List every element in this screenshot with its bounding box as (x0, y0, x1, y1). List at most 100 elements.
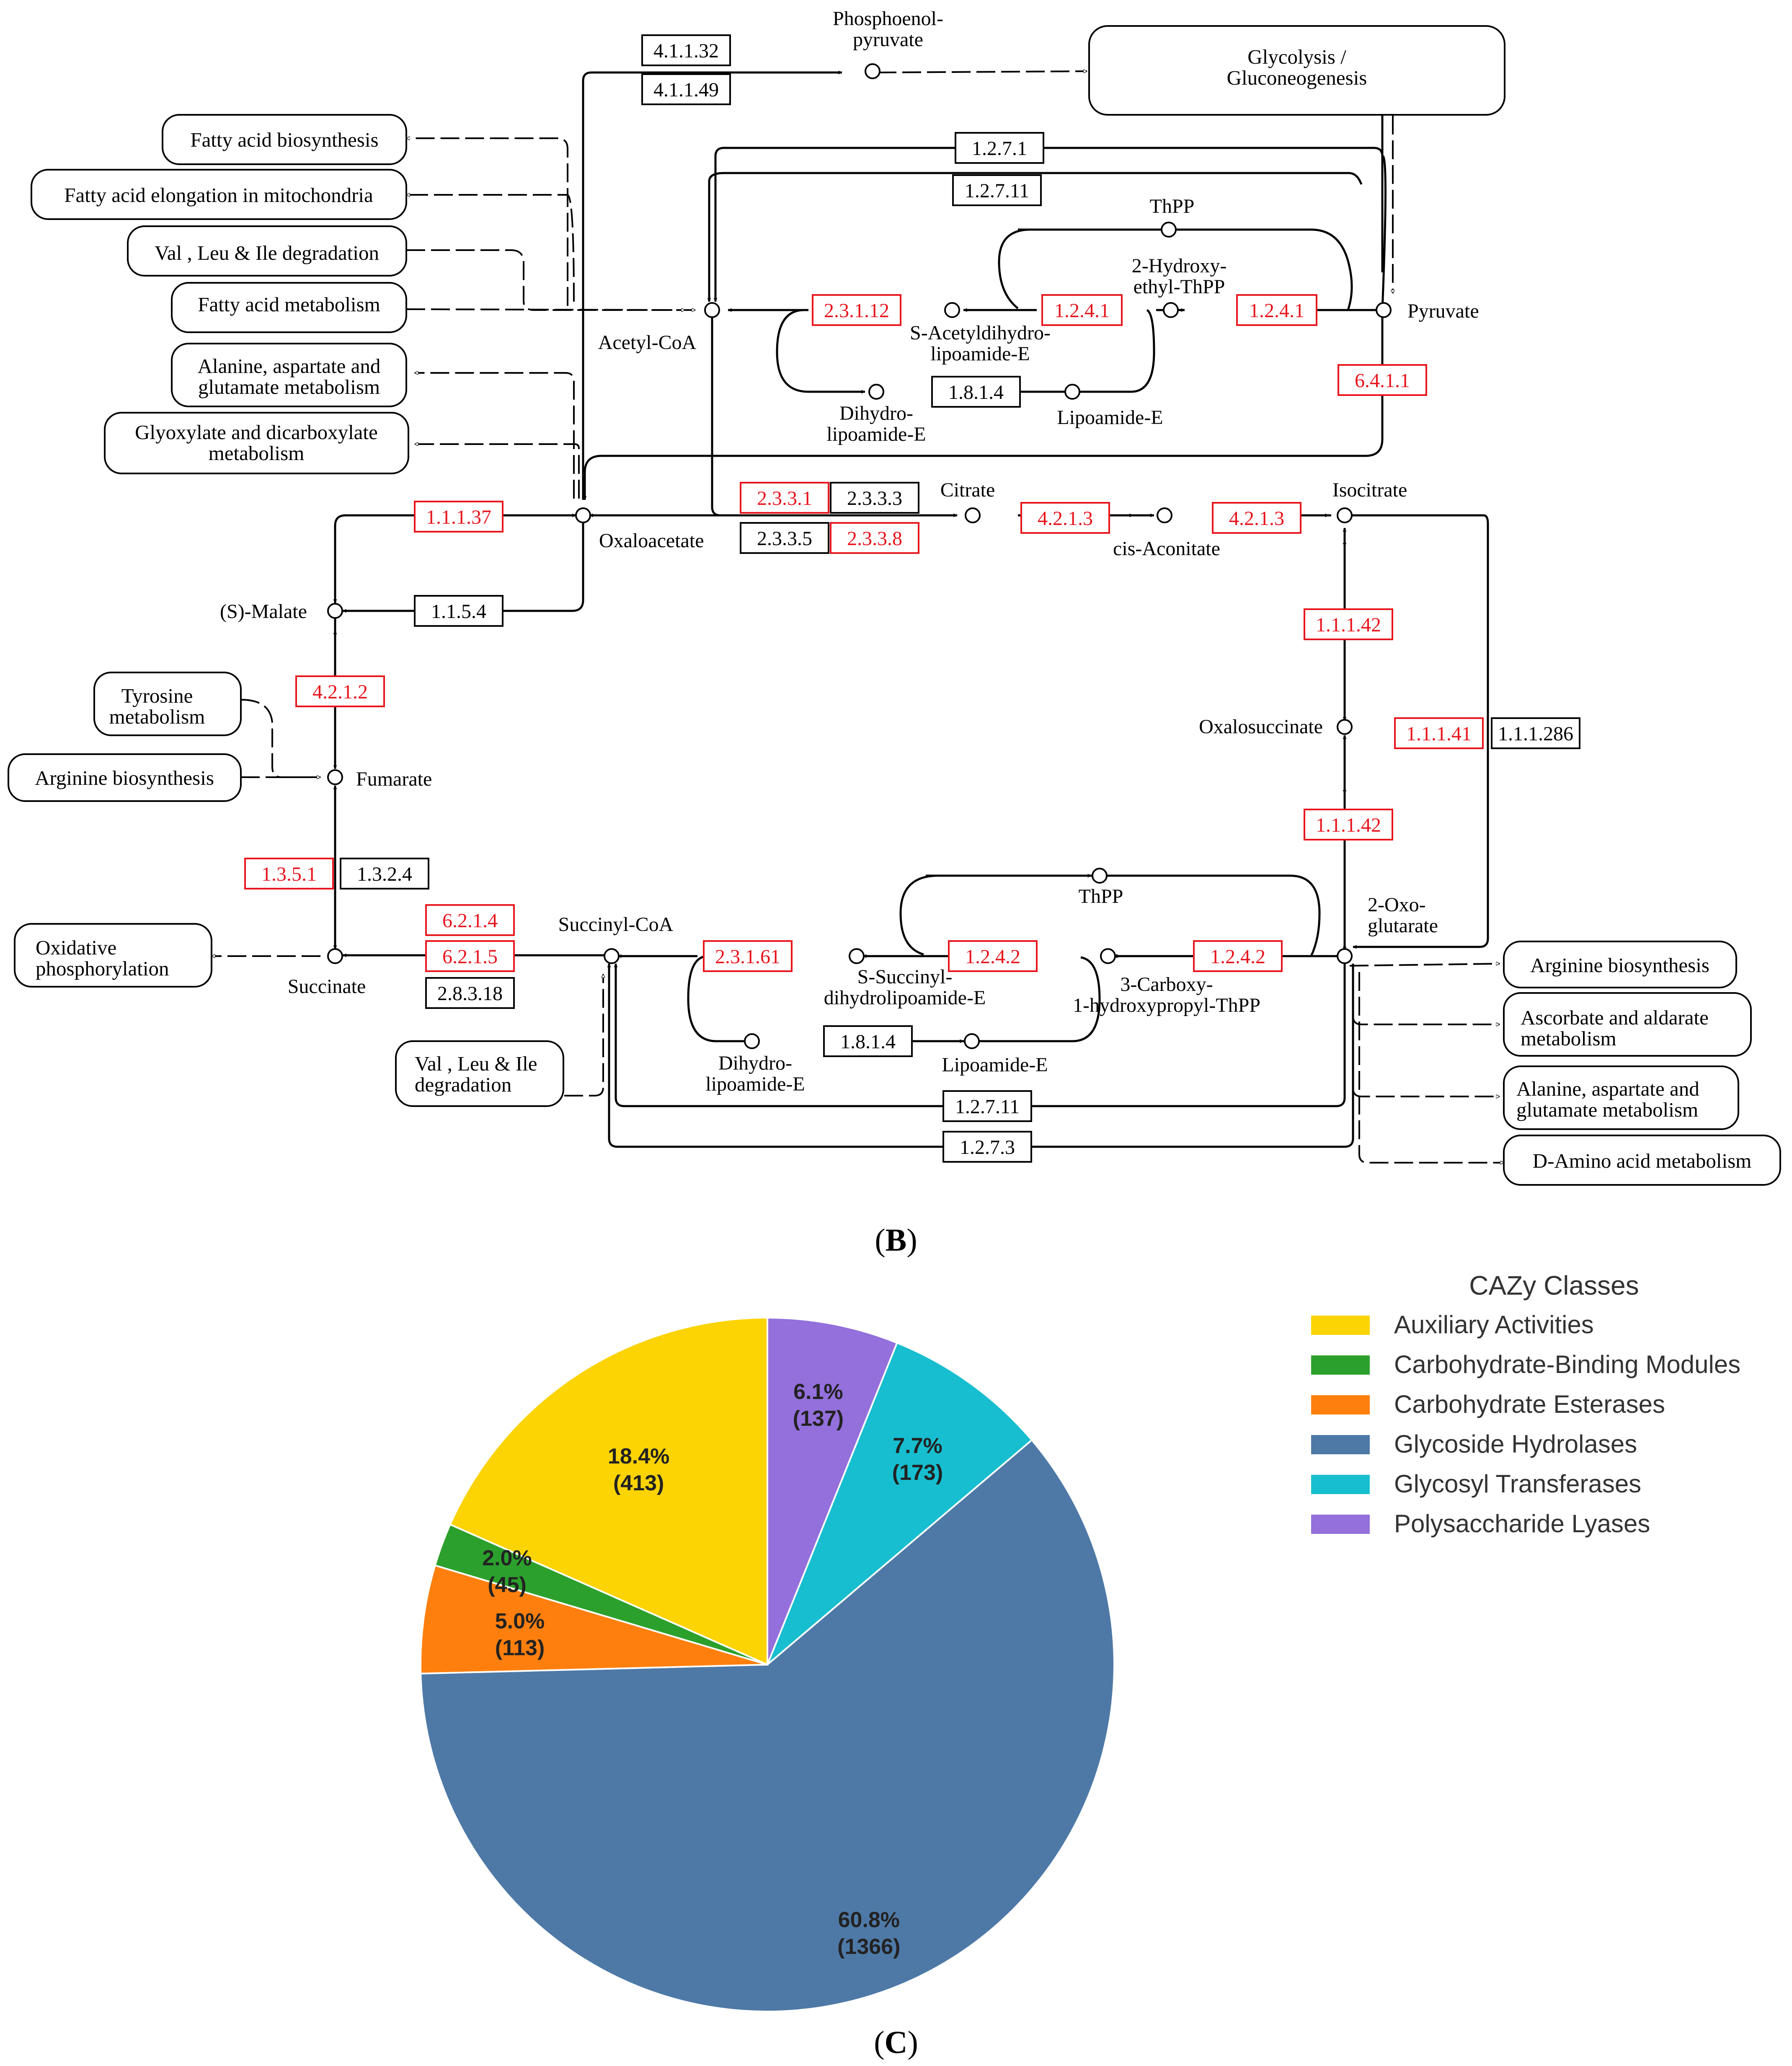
enzyme-label: 1.1.1.41 (1406, 723, 1472, 745)
pie-slice-auxiliary-activities[interactable] (449, 1316, 768, 1666)
compound-node[interactable] (1337, 948, 1353, 964)
pie-slice-glycoside-hydrolases[interactable] (420, 1439, 1115, 2012)
pathway-box-d-amino[interactable] (1503, 1135, 1781, 1186)
enzyme-label: 1.2.7.1 (972, 137, 1027, 160)
compound-node[interactable] (1337, 719, 1353, 735)
pathway-box-ala-asp-glu-right[interactable] (1503, 1065, 1739, 1130)
pathway-box-oxphos[interactable] (14, 923, 212, 988)
compound-label-succinate: Succinate (288, 975, 366, 998)
enzyme-box-e-1-2-4-1-a[interactable] (1041, 294, 1123, 326)
compound-node[interactable] (327, 769, 343, 785)
compound-node[interactable] (327, 948, 343, 964)
pathway-box-ascorbate[interactable] (1503, 992, 1752, 1057)
enzyme-box-e-4-2-1-3-a[interactable] (1020, 502, 1110, 534)
compound-label-thpp-top: ThPP (1150, 195, 1195, 217)
pathway-link-line (415, 444, 580, 499)
enzyme-box-e-6-2-1-5[interactable] (425, 940, 515, 972)
pathway-label-fa-biosynthesis: Fatty acid biosynthesis (190, 128, 378, 151)
enzyme-box-e-4-1-1-32[interactable] (641, 34, 731, 66)
compound-node[interactable] (1064, 384, 1080, 400)
compound-node[interactable] (865, 63, 881, 79)
enzyme-box-e-1-3-5-1[interactable] (244, 858, 334, 889)
pathway-box-val-leu-ile-top[interactable] (127, 225, 407, 277)
compound-node[interactable] (965, 507, 981, 523)
compound-node[interactable] (1161, 222, 1177, 238)
enzyme-box-e-1-2-7-1[interactable] (955, 132, 1044, 164)
compound-node[interactable] (1100, 948, 1116, 964)
enzyme-box-e-1-2-4-2-a[interactable] (948, 940, 1038, 972)
enzyme-box-e-1-2-7-11-top[interactable] (952, 174, 1042, 206)
pie-slice-glycosyl-transferases[interactable] (767, 1342, 1033, 1665)
enzyme-box-e-2-3-3-3[interactable] (830, 482, 919, 514)
enzyme-label: 6.4.1.1 (1355, 370, 1410, 392)
compound-node[interactable] (327, 603, 343, 619)
compound-node[interactable] (1163, 302, 1179, 318)
enzyme-label: 1.1.5.4 (431, 600, 486, 623)
compound-node[interactable] (604, 948, 620, 964)
pathway-box-glycolysis[interactable] (1088, 25, 1505, 116)
compound-node[interactable] (944, 302, 960, 318)
compound-node[interactable] (868, 384, 884, 400)
pathway-box-ala-asp-glu-left[interactable] (171, 343, 407, 407)
compound-node[interactable] (1376, 302, 1392, 318)
pathway-box-arginine-left[interactable] (8, 753, 242, 802)
enzyme-box-e-4-2-1-3-b[interactable] (1212, 502, 1301, 534)
enzyme-box-e-1-1-1-37[interactable] (414, 501, 504, 533)
pathway-box-arginine-right[interactable] (1503, 941, 1737, 988)
enzyme-box-e-1-3-2-4[interactable] (340, 858, 429, 889)
enzyme-box-e-1-2-7-3[interactable] (942, 1131, 1032, 1163)
pathway-link-line (406, 138, 568, 306)
pathway-box-glyoxylate[interactable] (104, 412, 409, 474)
pathway-box-tyrosine[interactable] (93, 672, 242, 736)
reaction-line (1345, 514, 1489, 949)
pathway-box-val-leu-ile-bottom[interactable] (395, 1040, 564, 1107)
pathway-link-line (406, 195, 575, 302)
enzyme-box-e-4-2-1-2[interactable] (295, 675, 385, 707)
reaction-line (333, 514, 419, 603)
enzyme-box-e-1-1-1-286[interactable] (1491, 717, 1580, 749)
pie-slice-label: 60.8%(1366) (837, 1908, 900, 1959)
enzyme-label: 1.2.7.11 (955, 1096, 1020, 1118)
enzyme-label: 4.2.1.2 (312, 681, 368, 703)
enzyme-box-e-2-3-1-12[interactable] (812, 294, 901, 326)
compound-node[interactable] (575, 507, 591, 523)
reaction-line (1072, 309, 1155, 393)
pathway-box-fa-biosynthesis[interactable] (162, 114, 407, 165)
enzyme-box-e-1-2-4-2-b[interactable] (1193, 940, 1283, 972)
enzyme-box-e-1-1-1-42-a[interactable] (1304, 608, 1393, 640)
compound-node[interactable] (1157, 507, 1172, 523)
enzyme-box-e-6-2-1-4[interactable] (425, 904, 515, 936)
enzyme-box-e-1-1-1-42-b[interactable] (1304, 809, 1393, 840)
enzyme-box-e-6-4-1-1[interactable] (1338, 364, 1427, 396)
legend-swatch (1311, 1435, 1370, 1454)
pie-slice-carbohydrate-esterases[interactable] (420, 1564, 768, 1675)
enzyme-box-e-2-3-1-61[interactable] (703, 940, 793, 972)
compound-node[interactable] (849, 948, 865, 964)
enzyme-box-e-1-2-4-1-b[interactable] (1236, 294, 1317, 326)
pathway-box-fa-elongation[interactable] (31, 169, 407, 220)
enzyme-box-e-1-8-1-4-top[interactable] (931, 376, 1021, 408)
compound-node[interactable] (964, 1033, 980, 1049)
compound-label-lipoamide-bottom: Lipoamide-E (942, 1054, 1048, 1076)
enzyme-box-e-2-3-3-1[interactable] (740, 482, 829, 514)
enzyme-box-e-4-1-1-49[interactable] (641, 73, 731, 105)
enzyme-box-e-1-2-7-11-bottom[interactable] (942, 1090, 1032, 1122)
pathway-box-fa-metabolism[interactable] (171, 282, 407, 333)
enzyme-box-e-2-8-3-18[interactable] (425, 977, 515, 1009)
compound-node[interactable] (1092, 868, 1108, 884)
enzyme-label: 1.2.4.2 (1210, 946, 1265, 968)
compound-node[interactable] (744, 1033, 760, 1049)
enzyme-box-e-1-1-1-41[interactable] (1394, 717, 1484, 749)
compound-node[interactable] (704, 302, 720, 318)
enzyme-label: 4.2.1.3 (1229, 507, 1284, 530)
compound-node[interactable] (1337, 507, 1353, 523)
pie-slice-label: 2.0%(45) (482, 1546, 532, 1597)
enzyme-box-e-1-1-5-4[interactable] (414, 595, 504, 627)
enzyme-box-e-2-3-3-5[interactable] (740, 522, 829, 554)
enzyme-box-e-1-8-1-4-bottom[interactable] (823, 1025, 913, 1057)
pie-slice-polysaccharide-lyases[interactable] (767, 1316, 899, 1665)
enzyme-box-e-2-3-3-8[interactable] (830, 522, 919, 554)
pathway-label-fa-metabolism: Fatty acid metabolism (198, 293, 380, 316)
